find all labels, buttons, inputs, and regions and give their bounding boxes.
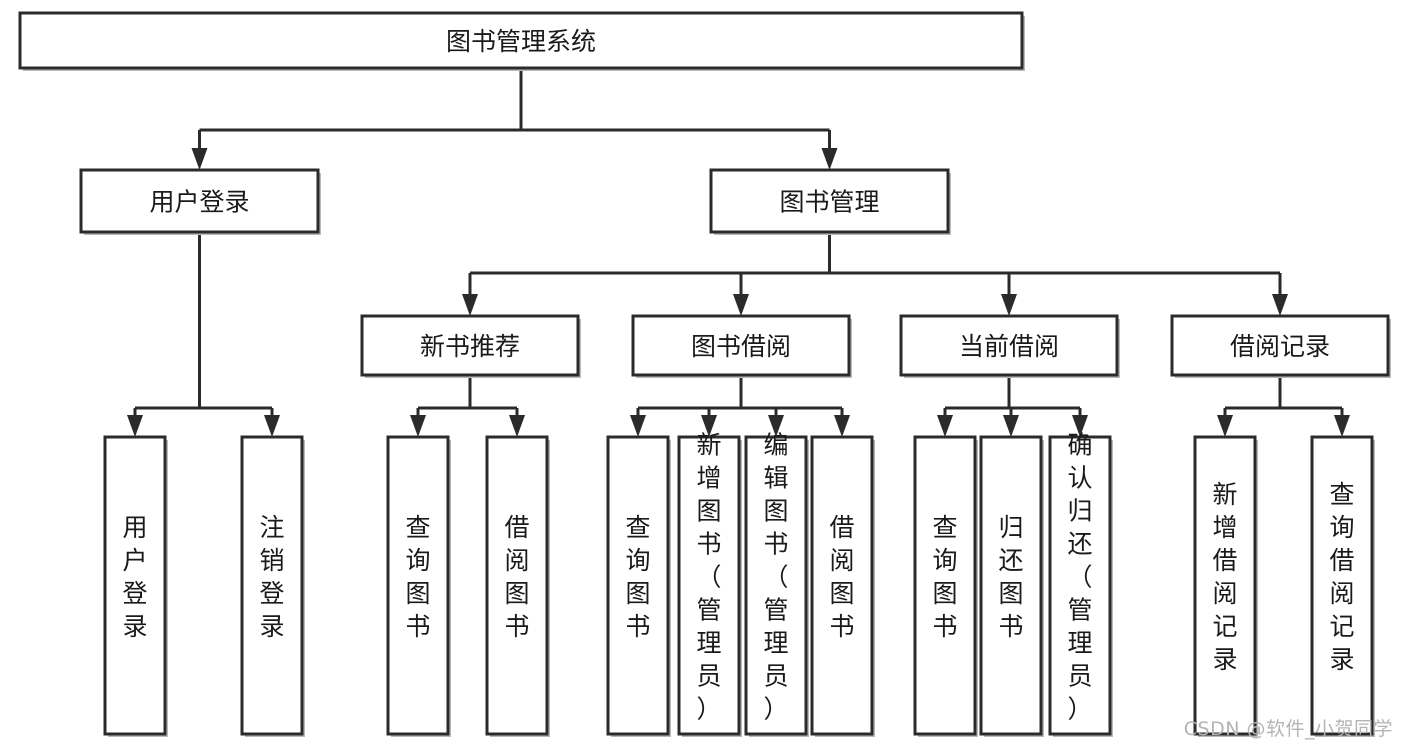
arrow-head-icon [1217,415,1233,437]
node-book-borrow[interactable]: 图书借阅 [631,314,852,378]
connector-group [410,375,525,437]
node-box[interactable] [485,435,549,736]
connector-group [191,68,838,170]
arrow-head-icon [1001,294,1017,316]
node-leaf-borrow-book[interactable]: 借阅图书 [810,435,875,737]
arrow-head-icon [701,415,717,437]
connector-group [630,375,850,437]
node-box[interactable] [979,435,1043,736]
node-label: 借阅图书 [829,513,854,641]
node-label: 注销登录 [259,513,284,641]
node-box[interactable] [899,314,1119,377]
node-box[interactable] [1310,435,1374,736]
node-borrow-record[interactable]: 借阅记录 [1170,314,1391,378]
node-label: 归还图书 [998,513,1023,641]
node-label: 图书管理系统 [446,27,596,56]
arrow-head-icon [127,415,143,437]
arrow-head-icon [264,415,280,437]
node-label: 用户登录 [122,513,147,641]
node-box[interactable] [18,11,1024,70]
connector-group [1217,375,1350,437]
node-box[interactable] [360,314,580,377]
node-leaf-confirm-return[interactable]: 确认归还（管理员） [1048,431,1113,738]
node-leaf-query-book-recommend[interactable]: 查询图书 [386,435,451,737]
arrow-head-icon [509,415,525,437]
node-label: 新书推荐 [420,332,520,361]
node-root[interactable]: 图书管理系统 [18,11,1025,71]
node-box[interactable] [709,168,950,234]
nodes-layer: 图书管理系统用户登录图书管理新书推荐图书借阅当前借阅借阅记录用户登录注销登录查询… [18,11,1391,738]
arrow-head-icon [733,294,749,316]
node-label: 图书借阅 [691,332,791,361]
arrow-head-icon [410,415,426,437]
node-user-login[interactable]: 用户登录 [79,168,321,235]
node-box[interactable] [913,435,977,736]
node-label: 当前借阅 [959,332,1059,361]
arrow-head-icon [191,148,208,170]
node-leaf-borrow-book-recommend[interactable]: 借阅图书 [485,435,550,737]
arrow-head-icon [1072,415,1088,437]
arrow-head-icon [1272,294,1288,316]
edges-layer [127,68,1350,437]
node-leaf-query-book-current[interactable]: 查询图书 [913,435,978,737]
node-box[interactable] [810,435,874,736]
node-box[interactable] [606,435,670,736]
node-leaf-user-login[interactable]: 用户登录 [103,435,168,737]
node-leaf-query-book-borrow[interactable]: 查询图书 [606,435,671,737]
arrow-head-icon [630,415,646,437]
arrow-head-icon [1334,415,1350,437]
arrow-head-icon [768,415,784,437]
node-leaf-query-borrow-record[interactable]: 查询借阅记录 [1310,435,1375,737]
node-box[interactable] [631,314,851,377]
node-label: 查询图书 [625,513,650,641]
arrow-head-icon [937,415,953,437]
node-label: 编辑图书（管理员） [763,431,788,724]
node-box[interactable] [677,435,741,736]
node-label: 查询图书 [405,513,430,641]
watermark-label: CSDN @软件_小贺同学 [1183,718,1393,740]
node-box[interactable] [79,168,320,234]
node-box[interactable] [240,435,304,736]
node-label: 用户登录 [149,188,249,217]
node-label: 确认归还（管理员） [1067,431,1092,724]
node-leaf-add-borrow-record[interactable]: 新增借阅记录 [1193,435,1258,737]
node-label: 查询图书 [932,513,957,641]
node-box[interactable] [744,435,808,736]
node-label: 新增图书（管理员） [696,431,721,724]
arrow-head-icon [834,415,850,437]
node-label: 新增借阅记录 [1212,480,1237,674]
arrow-head-icon [1003,415,1019,437]
connector-group [462,232,1288,316]
connector-group [937,375,1088,437]
node-leaf-return-book[interactable]: 归还图书 [979,435,1044,737]
arrow-head-icon [821,148,838,170]
node-box[interactable] [1048,435,1112,736]
node-box[interactable] [1193,435,1257,736]
node-leaf-edit-book[interactable]: 编辑图书（管理员） [744,431,809,738]
node-box[interactable] [1170,314,1390,377]
node-label: 图书管理 [779,188,879,217]
node-label: 查询借阅记录 [1329,480,1354,674]
node-leaf-add-book[interactable]: 新增图书（管理员） [677,431,742,738]
node-leaf-user-logout[interactable]: 注销登录 [240,435,305,737]
node-box[interactable] [386,435,450,736]
node-new-book-recommend[interactable]: 新书推荐 [360,314,581,378]
node-label: 借阅图书 [504,513,529,641]
node-label: 借阅记录 [1230,332,1330,361]
node-current-borrow[interactable]: 当前借阅 [899,314,1120,378]
node-book-management[interactable]: 图书管理 [709,168,951,235]
arrow-head-icon [462,294,478,316]
node-box[interactable] [103,435,167,736]
connector-group [127,232,280,437]
